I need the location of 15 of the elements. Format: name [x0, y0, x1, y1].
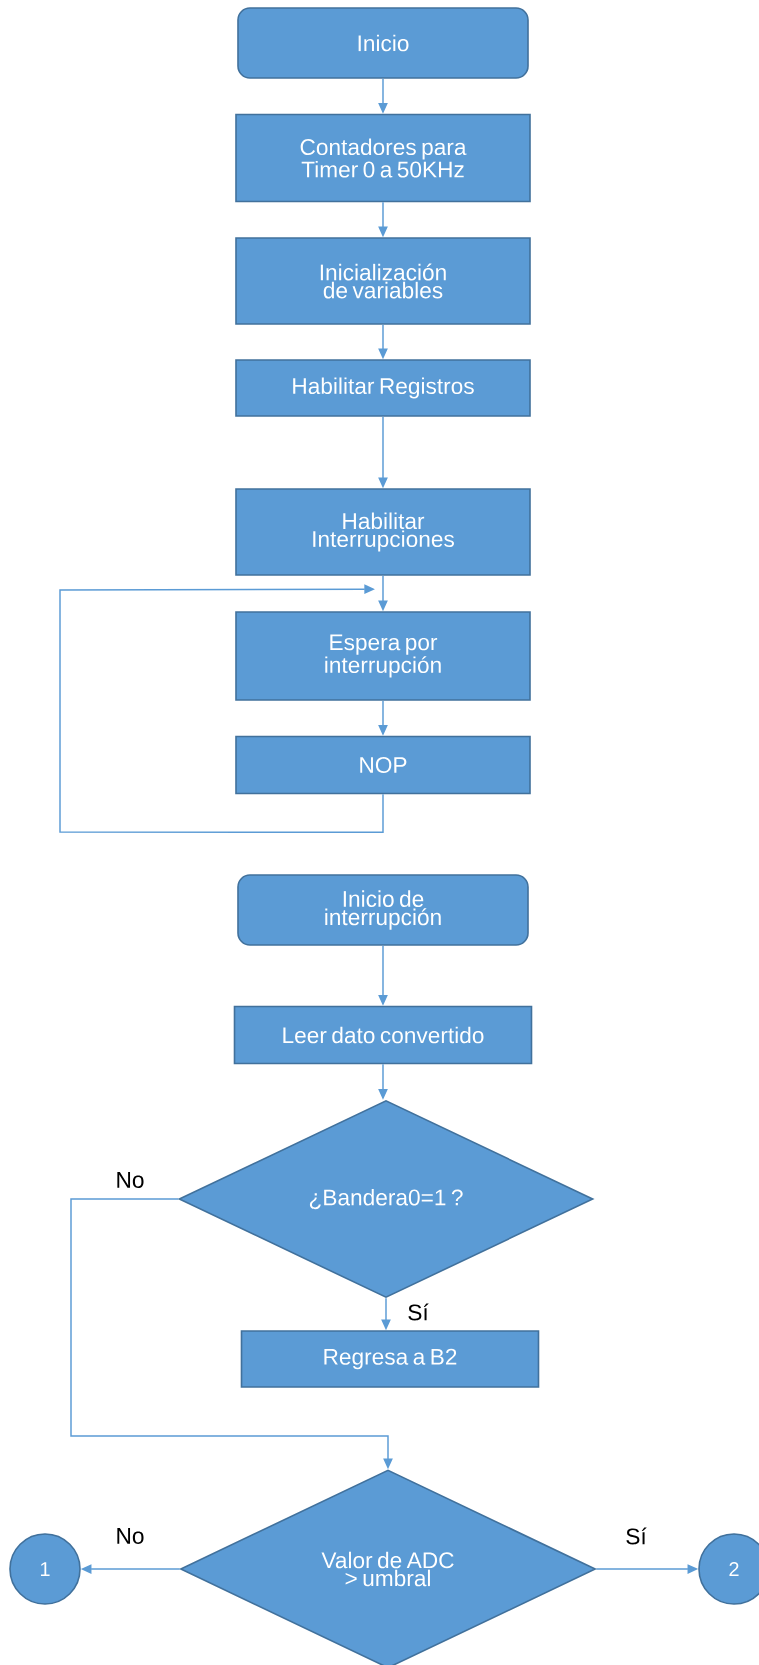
terminal-box: Inicio [237, 7, 529, 79]
process-box: Habilitar Registros [235, 359, 531, 417]
edge-label: No [114, 1526, 146, 1546]
edge-label: Sí [405, 1302, 431, 1322]
arrow [59, 584, 384, 834]
terminal-box: Inicio de interrupción [237, 874, 529, 946]
process-box: Contadores para Timer 0 a 50KHz [235, 113, 531, 203]
process-box: Inicialización de variables [235, 237, 531, 325]
process-box: Leer dato convertido [233, 1005, 533, 1065]
process-box: Espera por interrupción [235, 611, 531, 701]
process-box: Regresa a B2 [240, 1330, 540, 1388]
edge-label: No [114, 1170, 146, 1190]
edge-label: Sí [623, 1526, 649, 1546]
process-box: Habilitar Interrupciones [235, 488, 531, 576]
process-box: NOP [235, 735, 531, 795]
